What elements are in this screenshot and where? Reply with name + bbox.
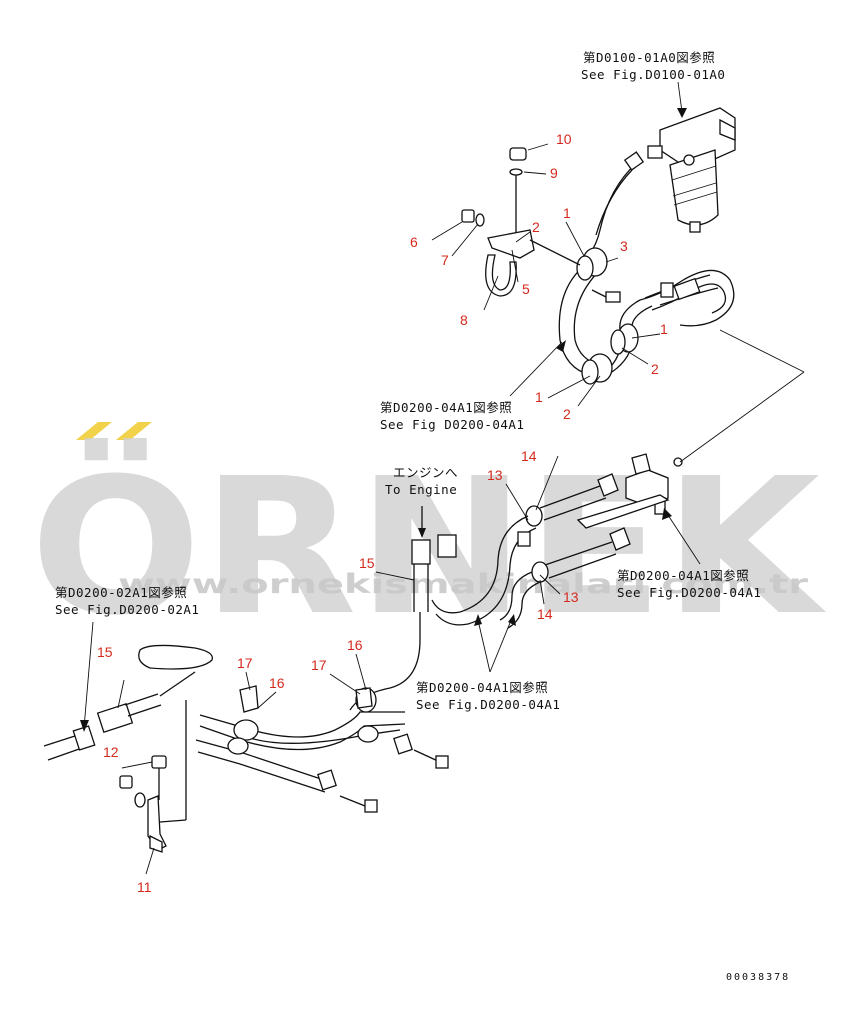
callout-7: 7 <box>441 252 449 268</box>
reference-right-jp: 第D0200-04A1図参照 <box>617 568 749 583</box>
reference-middle: 第D0200-04A1図参照 See Fig D0200-04A1 <box>380 400 524 432</box>
reference-bottom-center-jp: 第D0200-04A1図参照 <box>416 680 548 695</box>
callout-8: 8 <box>460 312 468 328</box>
callout-10: 10 <box>556 131 572 147</box>
callout-13-upper: 13 <box>487 467 503 483</box>
reference-left: 第D0200-02A1図参照 See Fig.D0200-02A1 <box>55 585 199 617</box>
reference-left-en: See Fig.D0200-02A1 <box>55 602 199 617</box>
reference-top-right: 第D0100-01A0図参照 See Fig.D0100-01A0 <box>581 50 725 82</box>
reference-top-right-en: See Fig.D0100-01A0 <box>581 67 725 82</box>
reference-middle-jp: 第D0200-04A1図参照 <box>380 400 512 415</box>
callout-3: 3 <box>620 238 628 254</box>
callout-1-upper: 1 <box>563 205 571 221</box>
callout-11: 11 <box>137 879 152 895</box>
callout-2-lower: 2 <box>563 406 571 422</box>
bracket-assembly <box>461 147 581 297</box>
reference-right-en: See Fig.D0200-04A1 <box>617 585 761 600</box>
callout-16-right: 16 <box>347 637 363 653</box>
callout-1-lower: 1 <box>535 389 543 405</box>
reference-left-jp: 第D0200-02A1図参照 <box>55 585 187 600</box>
watermark-accent-left <box>76 422 112 440</box>
watermark-accent-right <box>116 422 152 440</box>
upper-hoses <box>558 151 735 385</box>
valve-block <box>576 453 683 529</box>
callout-5: 5 <box>522 281 530 297</box>
callout-14-upper: 14 <box>521 448 537 464</box>
callout-12: 12 <box>103 744 119 760</box>
reference-engine: エンジンへ To Engine <box>385 465 458 497</box>
reference-right: 第D0200-04A1図参照 See Fig.D0200-04A1 <box>617 568 761 600</box>
lower-pipes <box>43 644 449 853</box>
reference-engine-jp: エンジンへ <box>393 465 458 480</box>
callout-6: 6 <box>410 234 418 250</box>
callout-17-left: 17 <box>237 655 253 671</box>
fuel-filter <box>647 107 736 233</box>
callout-14-lower: 14 <box>537 606 553 622</box>
callout-15-lower: 15 <box>97 644 113 660</box>
reference-engine-en: To Engine <box>385 482 457 497</box>
callout-2-upper: 2 <box>532 219 540 235</box>
reference-bottom-center-en: See Fig.D0200-04A1 <box>416 697 560 712</box>
callout-17-right: 17 <box>311 657 327 673</box>
reference-bottom-center: 第D0200-04A1図参照 See Fig.D0200-04A1 <box>416 680 560 712</box>
part-callouts: 10 9 6 7 2 1 3 5 8 1 2 1 2 14 13 13 14 1… <box>97 131 668 895</box>
callout-2-right: 2 <box>651 361 659 377</box>
callout-1-right: 1 <box>660 321 668 337</box>
callout-13-lower: 13 <box>563 589 579 605</box>
callout-16-left: 16 <box>269 675 285 691</box>
callout-15-upper: 15 <box>359 555 375 571</box>
reference-top-right-jp: 第D0100-01A0図参照 <box>583 50 715 65</box>
reference-middle-en: See Fig D0200-04A1 <box>380 417 524 432</box>
leader-lines <box>80 81 805 875</box>
callout-9: 9 <box>550 165 558 181</box>
drawing-code: 00038378 <box>726 972 790 983</box>
watermark-url: www.ornekismakinalari.com.tr <box>118 569 809 600</box>
middle-hoses <box>431 473 631 629</box>
